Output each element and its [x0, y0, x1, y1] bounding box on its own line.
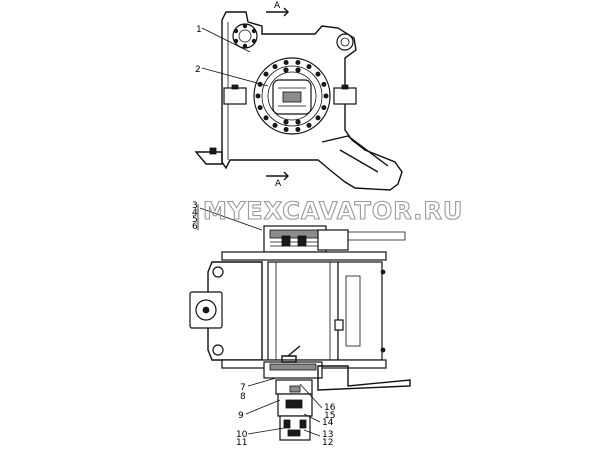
callouts: 1 2 3 4 5 6 7 8 9 10 11 13 12 14 16 15 — [192, 25, 336, 448]
flange-bolts — [255, 60, 329, 133]
side-view: A A — [194, 1, 403, 191]
callout-3: 3 — [192, 201, 198, 211]
flange-bolt — [323, 93, 329, 99]
right-rib — [321, 135, 389, 173]
central-drum — [267, 261, 339, 361]
flange-bolt — [283, 127, 289, 133]
flange-bolt — [295, 60, 301, 66]
flange-bolt — [321, 105, 327, 111]
section-marker-top: A — [266, 1, 289, 17]
lower-left-bracket — [194, 151, 223, 165]
section-label-top: A — [274, 1, 281, 11]
side-plate-outline — [221, 11, 403, 191]
callout-11: 11 — [236, 438, 247, 448]
callout-15: 15 — [324, 411, 335, 421]
callout-8: 8 — [240, 392, 246, 402]
lower-right-bracket — [317, 365, 411, 391]
gear-reducer — [275, 379, 313, 441]
callout-10: 10 — [236, 430, 248, 440]
callout-2: 2 — [195, 65, 201, 75]
flange-bolt — [263, 115, 269, 121]
flange-bolt — [315, 71, 321, 77]
callout-14: 14 — [322, 418, 334, 428]
section-label-bottom: A — [275, 179, 282, 189]
callout-16: 16 — [324, 403, 336, 413]
callout-4: 4 — [192, 208, 198, 218]
flange-bolt — [255, 93, 261, 99]
flange-bolt — [306, 122, 312, 128]
flange-bolt — [272, 122, 278, 128]
upper-right-block — [317, 229, 349, 251]
flange-bolt — [263, 71, 269, 77]
mounting-flange-small — [232, 23, 258, 49]
motor-flange — [253, 57, 331, 135]
flange-bolt — [306, 64, 312, 70]
left-clamp-block — [223, 87, 247, 105]
leader-3-6 — [199, 207, 263, 231]
callout-9: 9 — [238, 411, 244, 421]
flange-bolt — [283, 60, 289, 66]
callout-13: 13 — [322, 430, 333, 440]
left-frame — [207, 261, 263, 361]
top-rail — [221, 251, 387, 261]
callout-5: 5 — [192, 215, 198, 225]
section-marker-bottom: A — [266, 171, 289, 189]
flange-bolt — [315, 115, 321, 121]
callout-1: 1 — [196, 25, 202, 35]
callout-7: 7 — [240, 383, 246, 393]
watermark-text: MYEXCAVATOR.RU — [203, 197, 463, 225]
flange-bolt — [257, 105, 263, 111]
flange-bolt — [295, 127, 301, 133]
right-clamp-block — [333, 87, 357, 105]
callout-6: 6 — [192, 222, 198, 232]
top-lug-hole — [336, 33, 354, 51]
flange-bolt — [321, 81, 327, 87]
callout-12: 12 — [322, 438, 333, 448]
section-view — [189, 207, 411, 441]
flange-bolt — [272, 64, 278, 70]
left-pivot — [189, 291, 223, 329]
